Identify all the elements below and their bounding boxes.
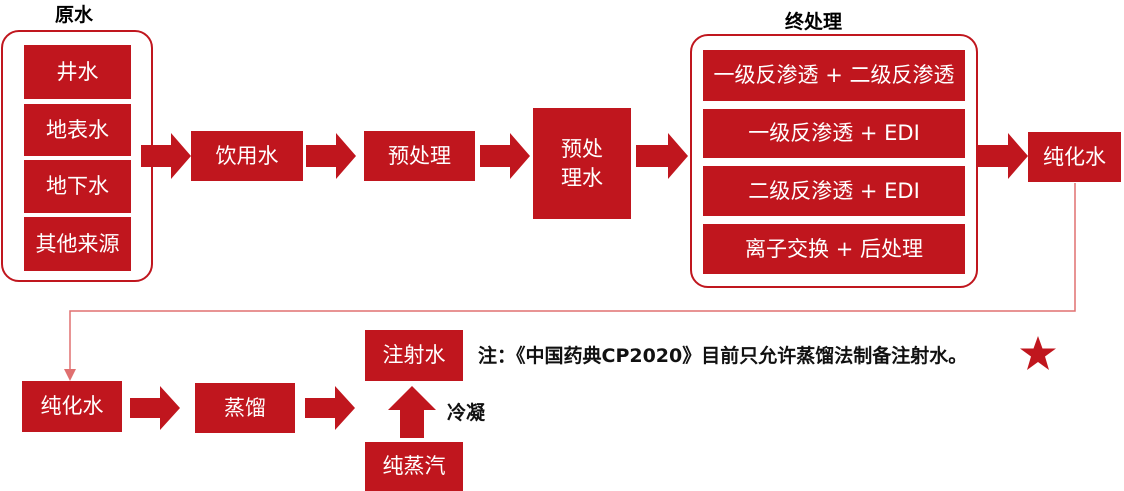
- final-option-3: 二级反渗透 + EDI: [703, 166, 965, 216]
- arrow-right-icon: [978, 133, 1028, 179]
- drinking-water-box: 饮用水: [191, 131, 303, 181]
- star-icon: [1020, 336, 1056, 370]
- final-option-1: 一级反渗透 + 二级反渗透: [703, 50, 965, 101]
- pure-water-top-box: 纯化水: [1028, 132, 1121, 182]
- pretreatment-box: 预处理: [364, 131, 475, 181]
- pure-steam-box: 纯蒸汽: [365, 442, 463, 491]
- source-surface-water: 地表水: [24, 104, 131, 156]
- source-other: 其他来源: [24, 217, 131, 271]
- source-well-water: 井水: [24, 45, 131, 99]
- raw-water-title: 原水: [55, 4, 94, 26]
- connector-line: [64, 183, 1076, 381]
- arrow-right-icon: [306, 133, 356, 179]
- arrow-right-icon: [480, 133, 530, 179]
- arrow-up-icon: [388, 386, 436, 438]
- pretreated-water-box: 预处 理水: [533, 108, 631, 219]
- pure-water-bottom-box: 纯化水: [22, 381, 122, 432]
- arrow-right-icon: [305, 386, 355, 430]
- source-ground-water: 地下水: [24, 160, 131, 213]
- arrow-right-icon: [636, 133, 688, 179]
- condense-label: 冷凝: [447, 402, 486, 424]
- note-text: 注：《中国药典CP2020》目前只允许蒸馏法制备注射水。: [478, 345, 968, 367]
- final-treatment-title: 终处理: [785, 11, 843, 33]
- distillation-box: 蒸馏: [195, 383, 295, 433]
- injection-water-box: 注射水: [365, 330, 463, 381]
- arrow-right-icon: [130, 386, 180, 430]
- final-option-2: 一级反渗透 + EDI: [703, 109, 965, 158]
- final-option-4: 离子交换 + 后处理: [703, 224, 965, 274]
- arrow-right-icon: [141, 133, 191, 179]
